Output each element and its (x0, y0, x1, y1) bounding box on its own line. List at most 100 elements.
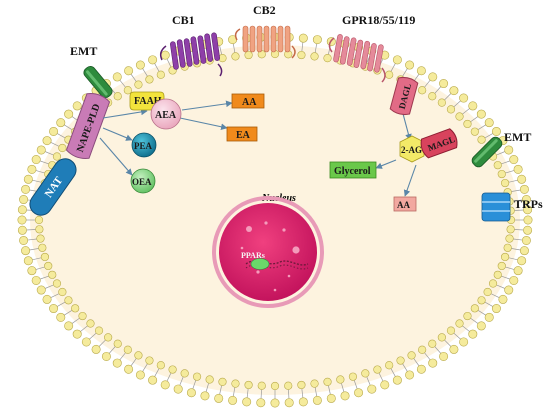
lipid-head (463, 119, 472, 129)
gpr-receptor (328, 34, 386, 83)
lipid-head (519, 246, 529, 256)
lipid-head (21, 246, 31, 256)
lipid-head (31, 275, 41, 285)
lipid-tail (39, 160, 49, 165)
lipid-head (17, 225, 27, 235)
lipid-head (256, 398, 266, 408)
lipid-head (19, 235, 29, 245)
lipid-tail (511, 189, 521, 192)
lipid-head (145, 356, 154, 365)
lipid-head (186, 388, 196, 398)
lipid-tail (424, 79, 431, 88)
lipid-head (437, 98, 446, 107)
lipid-tail (205, 383, 209, 393)
cb1-label: CB1 (172, 13, 195, 27)
lipid-head (449, 344, 459, 354)
lipid-head (27, 164, 37, 174)
lipid-head (160, 50, 170, 60)
lipid-tail (29, 248, 39, 251)
lipid-head (36, 145, 46, 155)
lipid-head (504, 145, 514, 155)
lipid-tail (154, 368, 160, 377)
lipid-head (48, 270, 57, 279)
glycerol-label: Glycerol (334, 166, 371, 177)
lipid-head (72, 101, 82, 111)
nucleus (212, 196, 324, 308)
lipid-tail (402, 68, 408, 77)
aa-top-box: AA (231, 93, 265, 109)
lipid-head (396, 356, 405, 365)
lipid-head (17, 215, 27, 225)
lipid-tail (434, 346, 442, 354)
lipid-tail (513, 238, 523, 241)
dagl-enzyme: DAGL (389, 76, 419, 116)
lipid-head (470, 304, 479, 313)
lipid-head (180, 369, 189, 378)
ppars-protein (250, 258, 270, 270)
lipid-tail (366, 376, 371, 386)
lipid-head (23, 174, 33, 184)
lipid-tail (50, 293, 59, 298)
lipid-tail (63, 310, 72, 316)
lipid-head (297, 380, 306, 390)
lipid-tail (353, 380, 358, 390)
lipid-head (491, 126, 501, 136)
lipid-head (500, 252, 510, 262)
lipid-head (112, 358, 122, 368)
lipid-head (35, 225, 44, 234)
lipid-tail (219, 45, 222, 55)
lipid-head (270, 398, 280, 408)
lipid-head (124, 364, 134, 374)
lipid-head (64, 109, 74, 119)
lipid-head (298, 33, 308, 43)
lipid-head (64, 296, 73, 305)
lipid-head (498, 294, 508, 304)
lipid-head (488, 279, 498, 288)
lipid-tail (505, 170, 515, 174)
lipid-tail (44, 284, 54, 289)
nat-enzyme: NAT (29, 158, 77, 216)
lipid-head (312, 395, 322, 405)
lipid-head (156, 361, 165, 370)
lipid-head (373, 365, 382, 374)
trps-channel (481, 192, 511, 222)
lipid-tail (462, 325, 470, 332)
emt-right-label: EMT (504, 130, 531, 144)
lipid-head (497, 169, 506, 179)
lipid-head (354, 388, 364, 398)
lipid-tail (501, 160, 511, 165)
lipid-head (428, 72, 438, 82)
lipid-head (385, 361, 394, 370)
oea-label: OEA (132, 177, 152, 187)
lipid-head (231, 52, 240, 61)
lipid-tail (301, 388, 304, 398)
lipid-head (134, 80, 143, 89)
lipid-head (231, 379, 240, 388)
lipid-tail (341, 383, 345, 393)
lipid-tail (50, 142, 59, 147)
lipid-head (21, 184, 31, 194)
lipid-head (38, 243, 47, 252)
lipid-head (123, 345, 132, 354)
lipid-head (493, 270, 502, 279)
lipid-tail (511, 248, 521, 251)
lipid-head (310, 52, 319, 61)
glycerol-box: Glycerol (329, 161, 377, 179)
lipid-head (392, 375, 402, 385)
lipid-tail (501, 275, 511, 280)
lipid-head (86, 319, 95, 328)
lipid-head (19, 195, 29, 205)
ea-box: EA (226, 126, 258, 142)
lipid-head (463, 311, 472, 321)
lipid-head (242, 397, 252, 407)
lipid-tail (478, 310, 487, 316)
emt-left-transporter (83, 65, 113, 99)
lipid-tail (35, 170, 45, 174)
lipid-head (52, 152, 62, 161)
lipid-head (49, 126, 59, 136)
lipid-head (160, 380, 170, 390)
lipid-head (336, 375, 345, 384)
lipid-head (244, 50, 253, 60)
lipid-tail (496, 284, 506, 289)
lipid-tail (166, 58, 172, 67)
